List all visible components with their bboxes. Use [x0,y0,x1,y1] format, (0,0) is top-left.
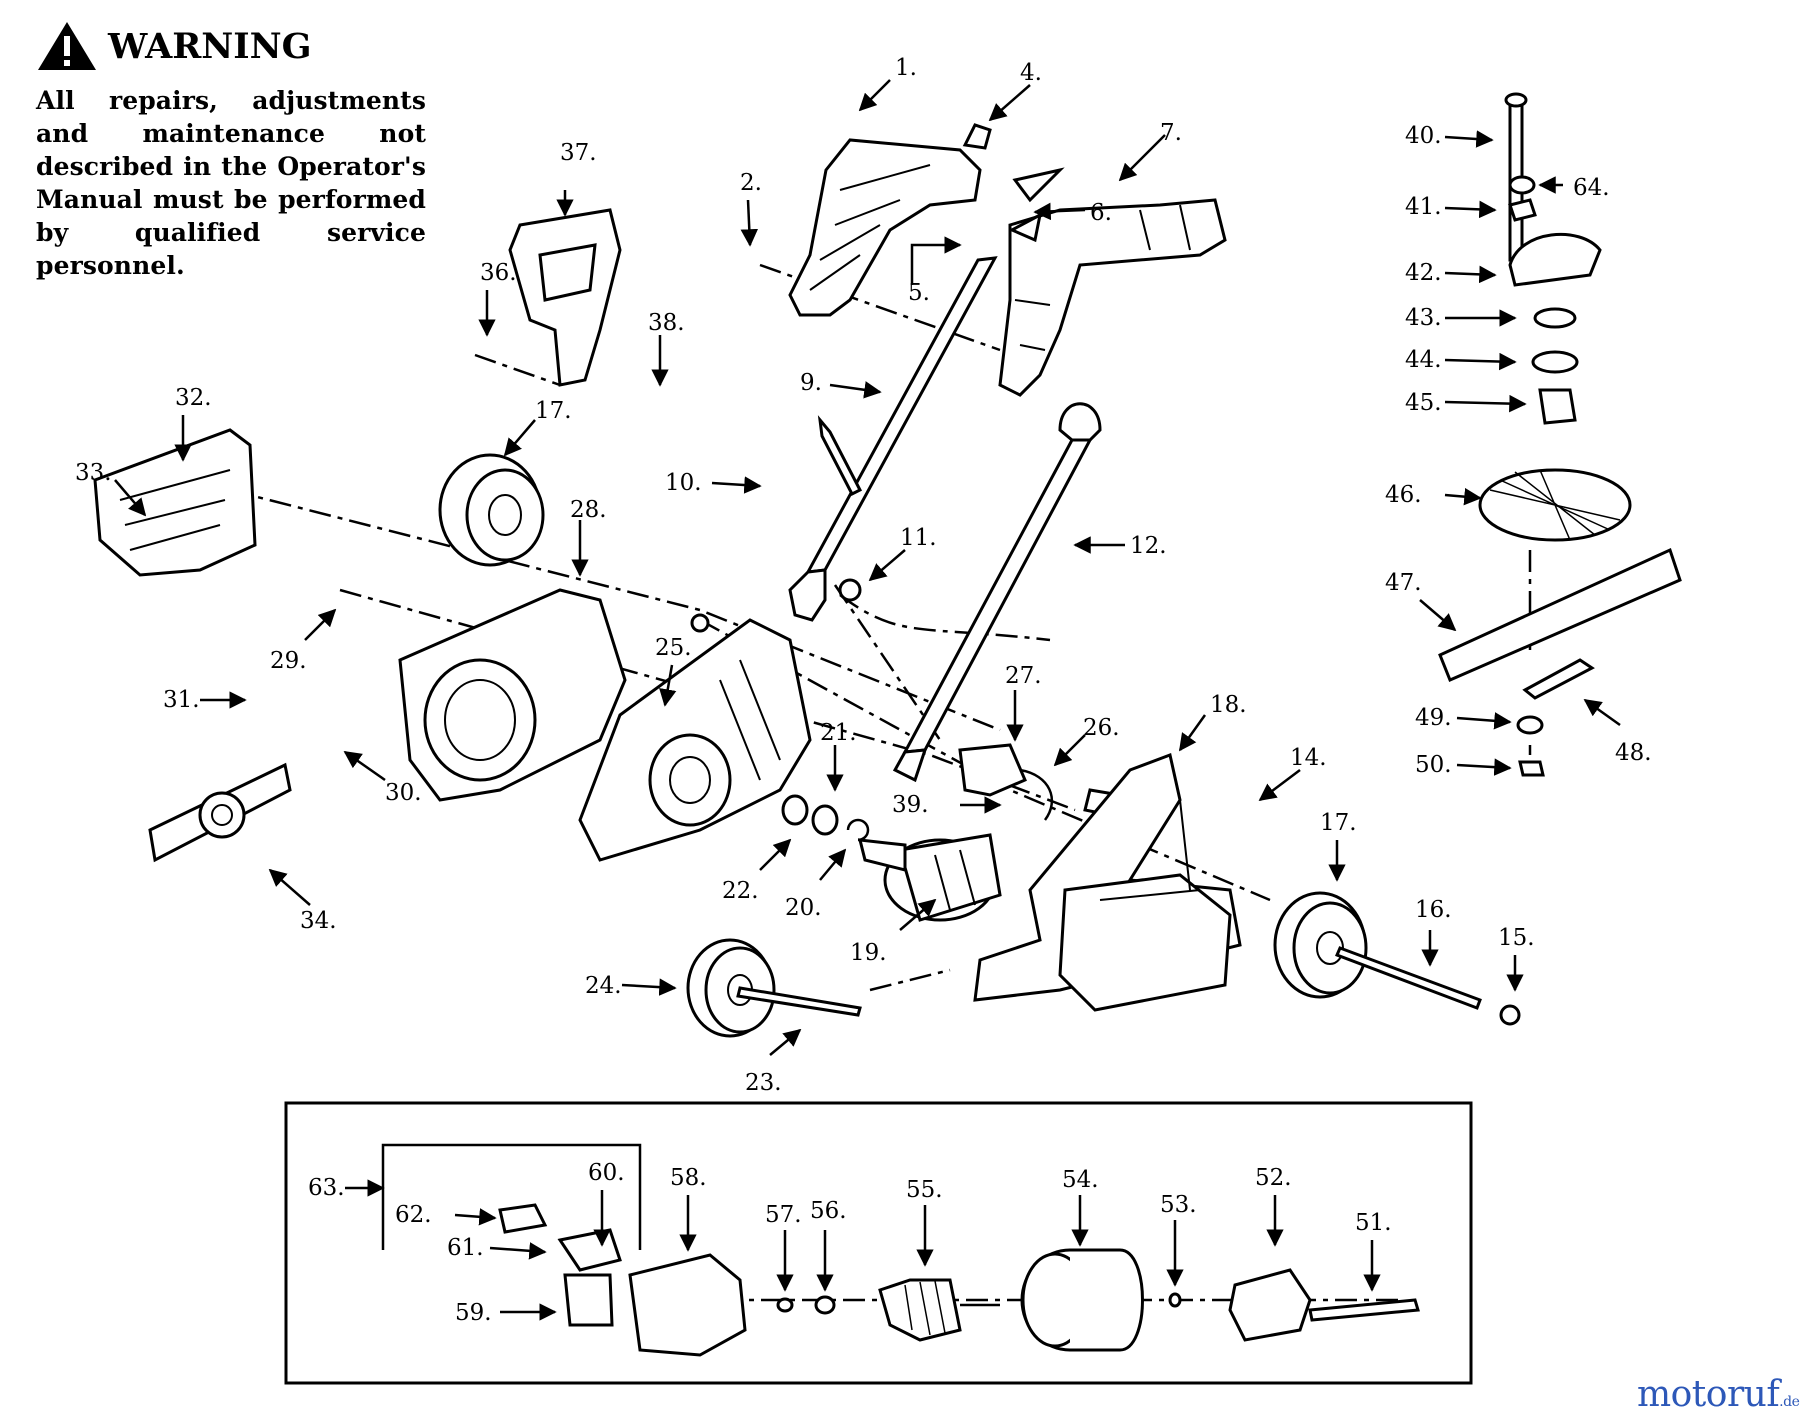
part-label-47: 47. [1385,570,1422,596]
part-label-59: 59. [455,1300,492,1326]
motor-detail-parts [498,1203,1420,1357]
part-label-15: 15. [1498,925,1535,951]
part-label-61: 61. [447,1235,484,1261]
part-label-38: 38. [648,310,685,336]
part-label-36: 36. [480,260,517,286]
part-label-20: 20. [785,895,822,921]
part-label-6: 6. [1090,200,1112,226]
part-label-2: 2. [740,170,762,196]
part-label-23: 23. [745,1070,782,1096]
small-blade-part [148,762,292,863]
part-label-17-wheel-left: 17. [535,398,572,424]
part-number-labels: 1. 2. 4. 5. 6. 7. 9. 10. 11. 12. 14. 15.… [75,55,1652,1326]
part-label-18: 18. [1210,692,1247,718]
part-label-28: 28. [570,497,607,523]
part-label-56: 56. [810,1198,847,1224]
part-label-58: 58. [670,1165,707,1191]
washers [690,613,870,842]
part-label-64: 64. [1573,175,1610,201]
part-label-46: 46. [1385,482,1422,508]
part-label-11: 11. [900,525,937,551]
part-label-25: 25. [655,635,692,661]
part-label-7: 7. [1160,120,1182,146]
part-label-32: 32. [175,385,212,411]
warning-title: WARNING [108,25,312,67]
part-label-26: 26. [1083,715,1120,741]
handle-hardware [817,167,1123,817]
part-label-60: 60. [588,1160,625,1186]
part-label-41: 41. [1405,194,1442,220]
part-label-52: 52. [1255,1165,1292,1191]
part-label-16: 16. [1415,897,1452,923]
part-label-30: 30. [385,780,422,806]
part-label-12: 12. [1130,533,1167,559]
part-label-62: 62. [395,1202,432,1228]
leader-arrows [114,79,1621,1321]
part-label-42: 42. [1405,260,1442,286]
part-label-40: 40. [1405,123,1442,149]
warning-notice: WARNING All repairs, adjustments and mai… [36,20,426,282]
blade-assembly [1438,92,1682,777]
part-label-31: 31. [163,687,200,713]
part-label-49: 49. [1415,705,1452,731]
warning-header: WARNING [36,20,426,72]
part-label-53: 53. [1160,1192,1197,1218]
part-label-10: 10. [665,470,702,496]
part-label-37: 37. [560,140,597,166]
deck-part [973,752,1242,1012]
part-label-17-wheel-right: 17. [1320,810,1357,836]
part-label-19: 19. [850,940,887,966]
part-label-4: 4. [1020,60,1042,86]
part-label-1: 1. [895,55,917,81]
part-label-27: 27. [1005,663,1042,689]
part-label-63: 63. [308,1175,345,1201]
part-label-51: 51. [1355,1210,1392,1236]
switch-box-part [958,743,1054,821]
part-label-34: 34. [300,908,337,934]
part-label-39: 39. [892,792,929,818]
part-label-5: 5. [908,280,930,306]
bracket-63 [381,1143,642,1250]
logo-name: motoruf [1637,1374,1780,1415]
part-label-14: 14. [1290,745,1327,771]
motor-housing-part [398,588,627,802]
part-label-48: 48. [1615,740,1652,766]
part-label-33: 33. [75,460,112,486]
motoruf-logo: motoruf.de [1637,1374,1800,1415]
part-label-50: 50. [1415,752,1452,778]
part-label-29: 29. [270,648,307,674]
part-label-45: 45. [1405,390,1442,416]
part-label-9: 9. [800,370,822,396]
upper-handle-part [788,123,1227,397]
warning-triangle-icon [38,22,96,70]
gear-housing-part [578,618,812,862]
part-label-54: 54. [1062,1167,1099,1193]
part-label-44: 44. [1405,347,1442,373]
part-label-24: 24. [585,973,622,999]
part-label-43: 43. [1405,305,1442,331]
part-label-22: 22. [722,878,759,904]
motor-part [858,833,1002,922]
motor-detail-inset-frame [284,1101,1473,1385]
wheels [686,891,1521,1038]
part-label-55: 55. [906,1177,943,1203]
side-cover-part [93,208,622,577]
logo-domain: .de [1779,1394,1800,1410]
warning-text: All repairs, adjustments and maintenance… [36,86,426,280]
part-label-57: 57. [765,1202,802,1228]
part-label-21: 21. [820,720,857,746]
